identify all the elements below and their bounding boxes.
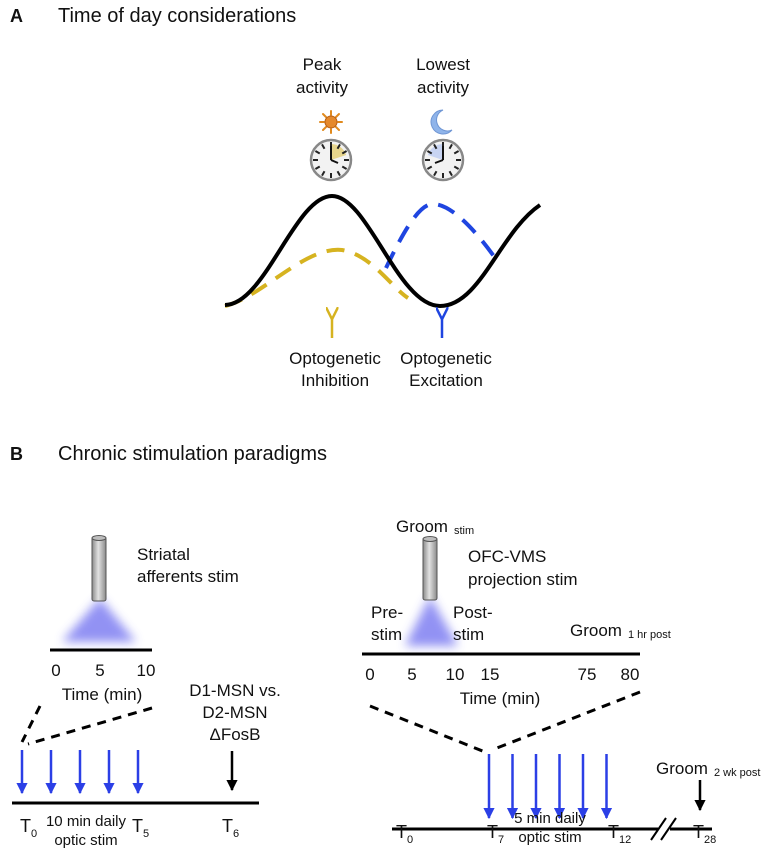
clock-tick bbox=[453, 150, 460, 155]
peak-label-line1: Peak bbox=[303, 55, 342, 74]
inhibition-label-line1: Optogenetic bbox=[289, 349, 381, 368]
panel-a-letter: A bbox=[10, 6, 23, 26]
measure-line2: D2-MSN bbox=[202, 703, 267, 722]
timepoint-t7: T7 bbox=[487, 822, 504, 846]
zoom-line-left-right bbox=[369, 704, 486, 754]
between-line1: 10 min daily bbox=[46, 813, 127, 830]
stim-label-line2: afferents stim bbox=[137, 567, 239, 586]
post-stim-line1: Post- bbox=[453, 603, 493, 622]
clock-tick bbox=[341, 165, 348, 170]
stim-arrows-right bbox=[483, 754, 613, 820]
tick-0: 0 bbox=[51, 661, 60, 680]
axis-break-gap bbox=[658, 818, 670, 838]
lowest-label-line1: Lowest bbox=[416, 55, 470, 74]
panel-b: B Chronic stimulation paradigms Striatal… bbox=[10, 443, 760, 849]
clock-tick bbox=[314, 165, 321, 170]
inhibition-label-line2: Inhibition bbox=[301, 371, 369, 390]
clock-tick bbox=[453, 165, 460, 170]
clock-tick bbox=[314, 150, 321, 155]
clock-tick bbox=[426, 150, 433, 155]
projection-line1: OFC-VMS bbox=[468, 547, 546, 566]
clock-tick bbox=[321, 170, 326, 177]
optic-fiber bbox=[91, 536, 107, 602]
tick-75-right: 75 bbox=[578, 665, 597, 684]
clock-tick bbox=[448, 143, 453, 150]
zoom-line-right bbox=[27, 706, 153, 746]
stim-label-line1: Striatal bbox=[137, 545, 190, 564]
between-line1-right: 5 min daily bbox=[514, 810, 586, 827]
clock-icon bbox=[309, 138, 353, 182]
tick-0-right: 0 bbox=[365, 665, 374, 684]
sun-icon bbox=[319, 110, 343, 134]
tick-5: 5 bbox=[95, 661, 104, 680]
optic-fiber-right bbox=[422, 537, 438, 601]
timepoint-t0-right: T0 bbox=[396, 822, 413, 846]
light-cone-right bbox=[405, 596, 458, 646]
pre-stim-line2: stim bbox=[371, 625, 402, 644]
timepoint-t28: T28 bbox=[693, 822, 716, 846]
moon-icon bbox=[430, 109, 453, 135]
clock-tick bbox=[448, 170, 453, 177]
axis-break-mark-2 bbox=[660, 817, 677, 841]
excitation-label-line1: Optogenetic bbox=[400, 349, 492, 368]
activity-curve bbox=[224, 193, 542, 309]
post-stim-line2: stim bbox=[453, 625, 484, 644]
clock-tick bbox=[433, 143, 438, 150]
clock-icon-night bbox=[421, 138, 465, 182]
peak-label-line2: activity bbox=[296, 78, 348, 97]
axis-break-mark-1 bbox=[650, 817, 667, 841]
measure-line3: ΔFosB bbox=[209, 725, 260, 744]
axis-label: Time (min) bbox=[62, 685, 143, 704]
between-line2-right: optic stim bbox=[518, 829, 581, 846]
axis-label-right: Time (min) bbox=[460, 689, 541, 708]
tick-10-right: 10 bbox=[446, 665, 465, 684]
lowest-label-line2: activity bbox=[417, 78, 469, 97]
zoom-line-left bbox=[20, 705, 42, 743]
pre-stim-line1: Pre- bbox=[371, 603, 403, 622]
inhibition-curve bbox=[224, 247, 410, 308]
excitation-label-line2: Excitation bbox=[409, 371, 483, 390]
panel-b-letter: B bbox=[10, 444, 23, 464]
tick-15-right: 15 bbox=[481, 665, 500, 684]
timepoint-t6: T6 bbox=[222, 816, 239, 840]
left-paradigm: Striatal afferents stim 0 5 10 Time (min… bbox=[12, 535, 281, 849]
timepoint-t0: T0 bbox=[20, 816, 37, 840]
clock-tick bbox=[336, 170, 341, 177]
tick-5-right: 5 bbox=[407, 665, 416, 684]
panel-a: A Time of day considerations Peak activi… bbox=[10, 5, 542, 390]
measure-line1: D1-MSN vs. bbox=[189, 681, 281, 700]
clock-tick bbox=[321, 143, 326, 150]
panel-b-title: Chronic stimulation paradigms bbox=[58, 443, 327, 465]
tick-10: 10 bbox=[137, 661, 156, 680]
clock-tick bbox=[426, 165, 433, 170]
between-line2: optic stim bbox=[54, 832, 117, 849]
clock-tick bbox=[433, 170, 438, 177]
clock-tick bbox=[336, 143, 341, 150]
panel-a-title: Time of day considerations bbox=[58, 5, 296, 27]
timepoint-t12: T12 bbox=[608, 822, 631, 846]
clock-tick bbox=[341, 150, 348, 155]
excitation-curve bbox=[384, 201, 500, 269]
timepoint-t5: T5 bbox=[132, 816, 149, 840]
tick-80-right: 80 bbox=[621, 665, 640, 684]
stim-arrows bbox=[16, 750, 144, 795]
projection-line2: projection stim bbox=[468, 570, 578, 589]
light-cone bbox=[62, 598, 136, 642]
